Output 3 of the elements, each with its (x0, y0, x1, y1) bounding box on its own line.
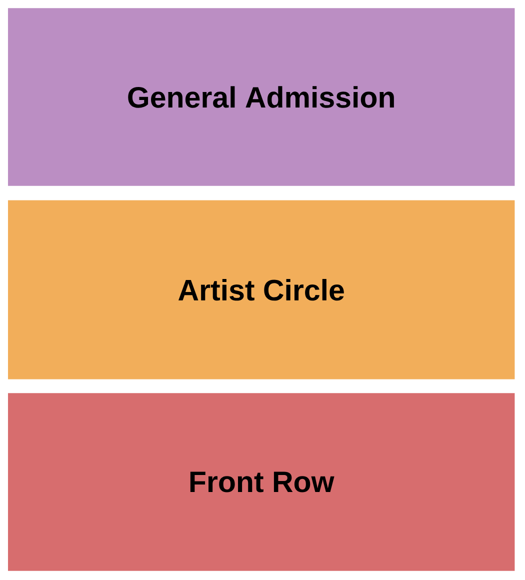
seating-section: Front Row (8, 393, 515, 571)
seating-section: Artist Circle (8, 200, 515, 380)
seating-section: General Admission (8, 8, 515, 186)
